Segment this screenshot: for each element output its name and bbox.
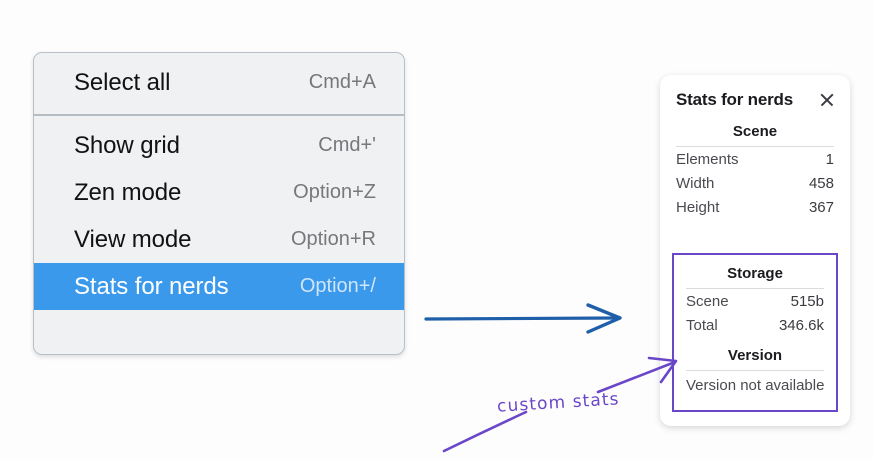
menu-group-2: Show grid Cmd+' Zen mode Option+Z View m… <box>34 116 404 318</box>
stats-for-nerds-panel: Stats for nerds Scene Elements 1 Width 4… <box>660 75 850 426</box>
menu-group-1: Select all Cmd+A <box>34 53 404 114</box>
version-note: Version not available <box>686 377 825 394</box>
menu-item-stats-for-nerds[interactable]: Stats for nerds Option+/ <box>34 263 404 310</box>
stat-label: Scene <box>686 293 729 310</box>
stat-row: Scene 515b <box>686 289 824 313</box>
menu-item-shortcut: Option+Z <box>293 181 376 203</box>
stat-row: Height 367 <box>676 195 834 219</box>
menu-item-shortcut: Option+R <box>290 228 376 250</box>
menu-separator <box>34 114 404 116</box>
stat-label: Height <box>676 199 720 216</box>
stat-row: Elements 1 <box>676 147 834 171</box>
stat-label: Width <box>676 175 715 192</box>
menu-item-label: View mode <box>74 225 192 253</box>
stat-value: 1 <box>825 151 834 168</box>
menu-item-label: Select all <box>74 68 171 96</box>
context-menu: Select all Cmd+A Show grid Cmd+' Zen mod… <box>33 52 405 355</box>
section-version: Version Version not available <box>674 337 836 398</box>
panel-header: Stats for nerds <box>660 87 850 113</box>
panel-title: Stats for nerds <box>676 90 793 109</box>
blue-arrow-annotation <box>424 303 622 334</box>
menu-item-shortcut: Option+/ <box>299 275 376 297</box>
menu-item-view-mode[interactable]: View mode Option+R <box>34 216 404 263</box>
menu-item-shortcut: Cmd+A <box>308 71 376 93</box>
stat-value: 346.6k <box>778 317 824 334</box>
custom-stats-highlight-box: Storage Scene 515b Total 346.6k Version … <box>672 253 838 412</box>
section-scene: Scene Elements 1 Width 458 Height 367 <box>660 113 850 219</box>
stat-label: Elements <box>676 151 739 168</box>
close-icon[interactable] <box>818 91 836 109</box>
section-title: Scene <box>732 123 778 140</box>
section-title: Version <box>727 347 783 364</box>
section-storage: Storage Scene 515b Total 346.6k <box>674 255 836 337</box>
menu-item-label: Zen mode <box>74 178 182 206</box>
section-title: Storage <box>727 265 783 282</box>
custom-stats-annotation-label: custom stats <box>496 389 621 417</box>
menu-item-label: Stats for nerds <box>74 272 229 300</box>
menu-item-show-grid[interactable]: Show grid Cmd+' <box>34 122 404 169</box>
stat-label: Total <box>686 317 718 334</box>
section-divider <box>676 146 834 147</box>
menu-item-shortcut: Cmd+' <box>318 134 376 156</box>
stat-value: 367 <box>808 199 834 216</box>
menu-item-zen-mode[interactable]: Zen mode Option+Z <box>34 169 404 216</box>
stat-value: 458 <box>808 175 834 192</box>
section-divider <box>686 370 824 371</box>
menu-item-select-all[interactable]: Select all Cmd+A <box>34 59 404 106</box>
section-divider <box>686 288 824 289</box>
stat-row: Width 458 <box>676 171 834 195</box>
stat-row: Total 346.6k <box>686 313 824 337</box>
stat-value: 515b <box>790 293 824 310</box>
menu-item-label: Show grid <box>74 131 180 159</box>
